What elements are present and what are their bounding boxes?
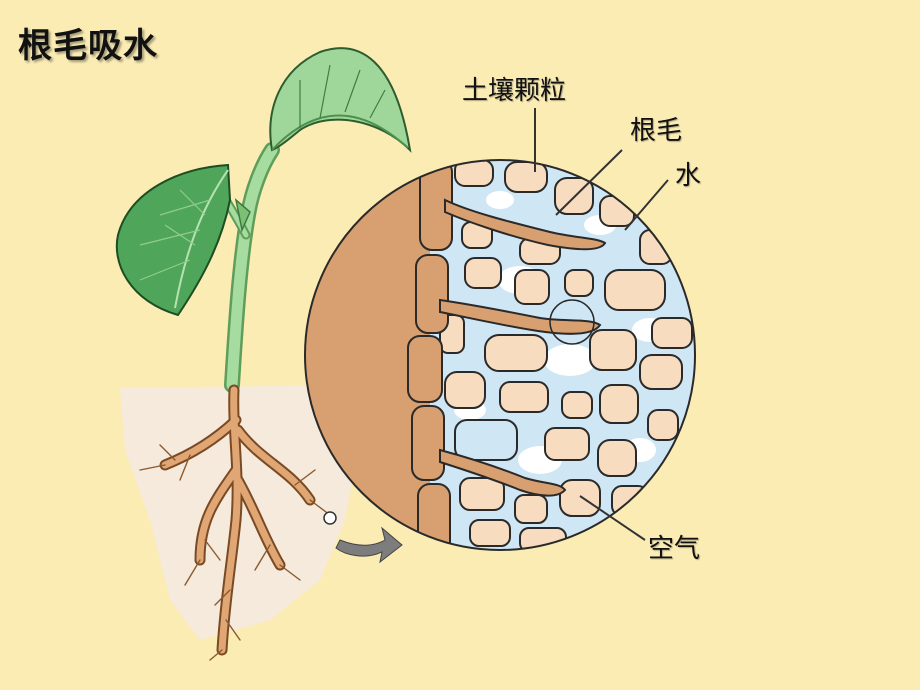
left-leaf: [115, 163, 232, 317]
plant-stem: [221, 142, 280, 393]
leader-lines: [534, 108, 669, 541]
zoom-arrow: [335, 526, 403, 564]
root-hairs: [439, 198, 607, 497]
soil-particles: [439, 160, 693, 550]
right-leaf: [269, 47, 412, 153]
label-root-hair: 根毛: [630, 116, 683, 146]
label-water: 水: [675, 161, 702, 191]
plant-roots: [139, 384, 337, 661]
label-air: 空气: [648, 534, 701, 564]
root-hair-marker: [323, 511, 337, 525]
root-hair-highlight: [549, 299, 595, 345]
magnified-border: [304, 159, 696, 551]
diagram-title: 根毛吸水: [18, 26, 158, 66]
label-soil-particle: 土壤颗粒: [462, 76, 567, 106]
